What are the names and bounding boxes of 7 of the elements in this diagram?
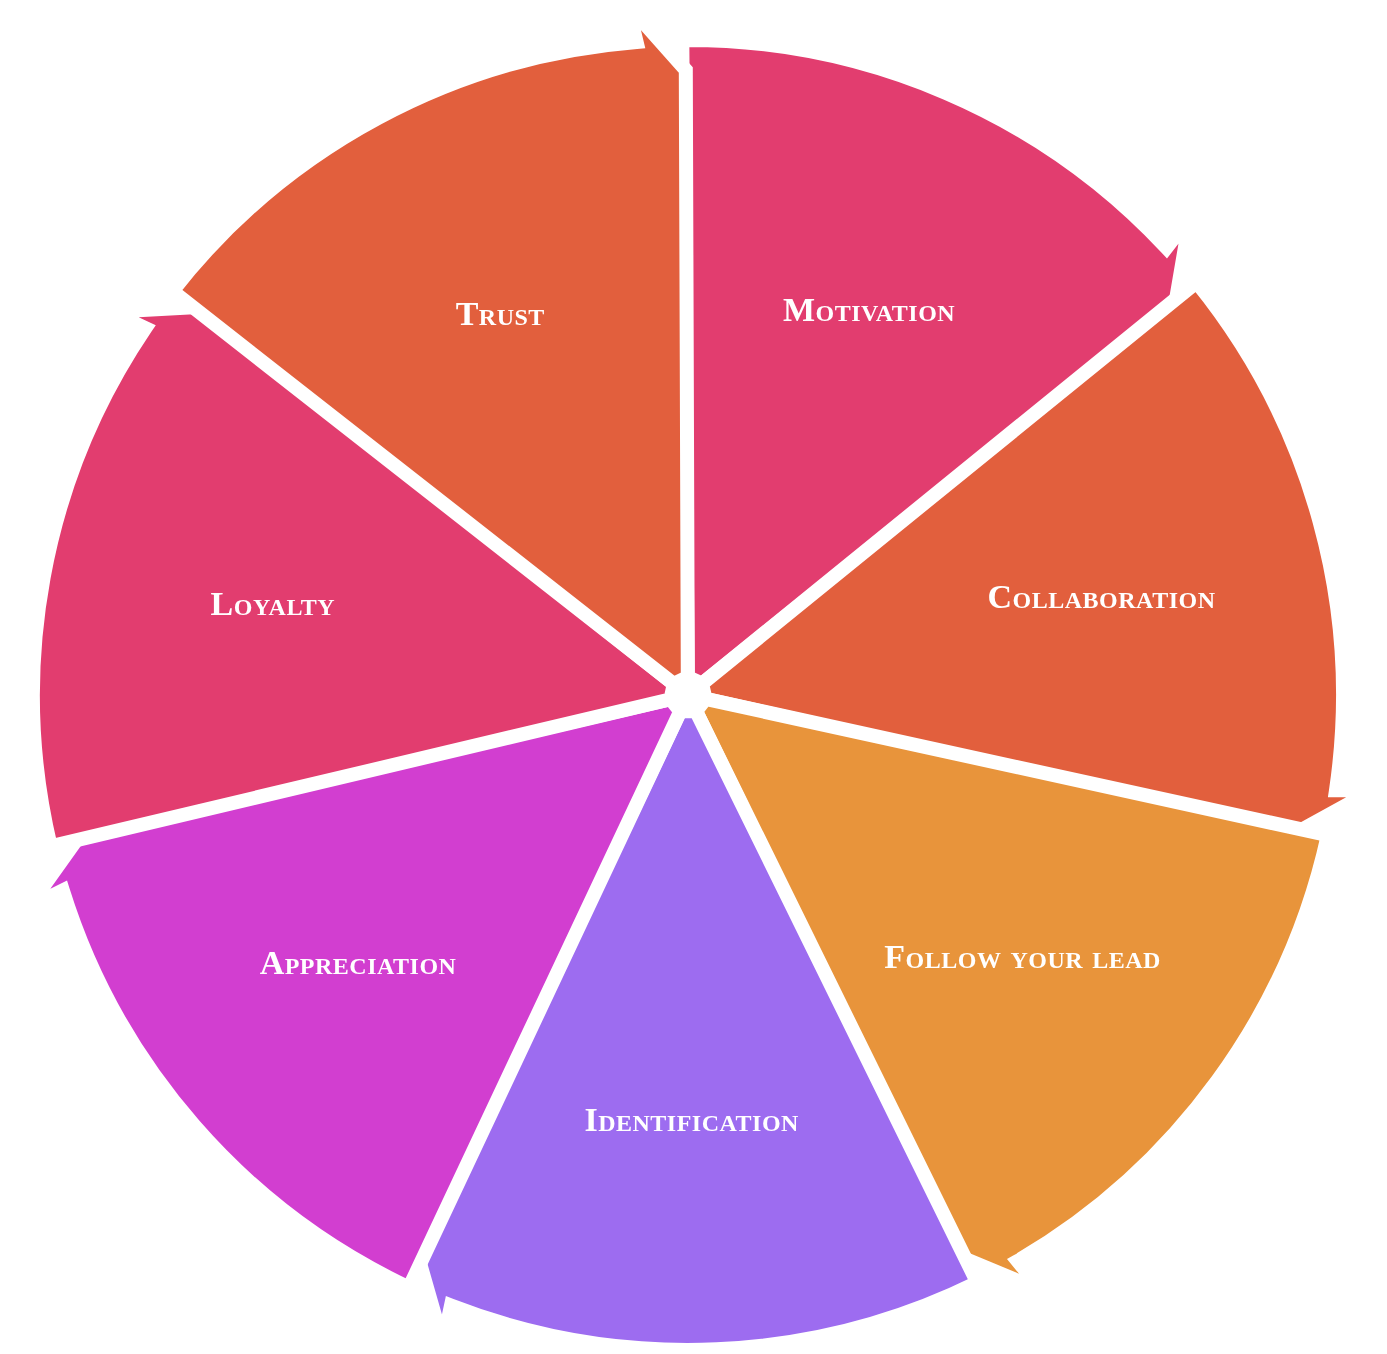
segment-label: Loyalty [209,585,337,623]
segment-label: Identification [583,1101,800,1139]
segment-label: Motivation [781,291,957,330]
segment-label: Trust [454,295,546,333]
segment-label: Collaboration [986,578,1217,616]
segment-label: Follow your lead [883,938,1162,976]
segment-label: Appreciation [258,944,458,982]
